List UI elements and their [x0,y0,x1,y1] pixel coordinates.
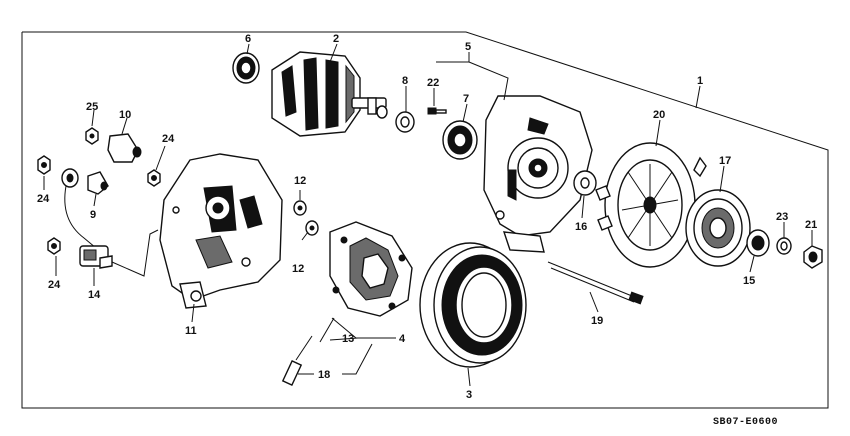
part-11-rear-housing [159,153,283,309]
part-3-stator [419,242,527,368]
callout-25: 25 [86,101,98,113]
part-19-through-bolt [547,261,644,305]
part-7-bearing [442,120,478,160]
part-25-nut [85,127,99,145]
part-6-bearing [232,52,260,84]
part-17-pulley [685,189,751,267]
callout-12-bottom: 12 [292,263,304,275]
part-21-nut [803,245,823,269]
callout-11: 11 [185,325,197,337]
callout-24-left-top: 24 [37,193,50,205]
part-10-terminal-cap [107,133,142,163]
part-13-brush [319,317,335,343]
callout-6: 6 [245,33,251,45]
callout-8: 8 [402,75,408,87]
part-15-spacer [746,229,770,257]
diagram-code: SB07-E0600 [713,417,778,428]
callout-24-left-bottom: 24 [48,279,61,291]
part-12-insulator-bottom [305,220,319,236]
callout-18: 18 [318,369,330,381]
assembly-outline [21,31,829,409]
part-16-washer [573,170,597,196]
part-14-condenser [61,168,113,269]
part-22-screw [427,107,447,115]
callout-13: 13 [342,333,354,345]
callout-4: 4 [399,333,406,345]
callout-23: 23 [776,211,788,223]
leader-lines [43,43,813,387]
callout-20: 20 [653,109,665,121]
callout-labels: 6 2 5 1 8 22 7 20 17 16 23 21 15 19 3 4 … [37,33,817,401]
callout-14: 14 [88,289,101,301]
part-9-insulator [87,171,109,195]
part-24-nut-b [37,155,51,175]
callout-7: 7 [463,93,469,105]
part-23-lock-washer [776,237,792,255]
callout-15: 15 [743,275,755,287]
part-12-insulator-top [293,200,307,216]
callout-3: 3 [466,389,472,401]
part-24-nut-a [147,169,161,187]
part-4-rectifier [329,221,413,317]
callout-19: 19 [591,315,603,327]
callout-12-top: 12 [294,175,306,187]
callout-16: 16 [575,221,587,233]
callout-1: 1 [697,75,703,87]
part-18-spring [281,335,313,387]
callout-9: 9 [90,209,96,221]
callout-17: 17 [719,155,731,167]
part-5-drive-end-housing [483,95,593,253]
part-24-nut-c [47,237,61,255]
callout-22: 22 [427,77,439,89]
callout-10: 10 [119,109,131,121]
callout-2: 2 [333,33,339,45]
part-2-rotor [271,51,388,137]
part-20-fan [595,142,709,268]
callout-24-right: 24 [162,133,175,145]
part-8-collar [395,111,415,133]
callout-21: 21 [805,219,817,231]
callout-5: 5 [465,41,471,53]
